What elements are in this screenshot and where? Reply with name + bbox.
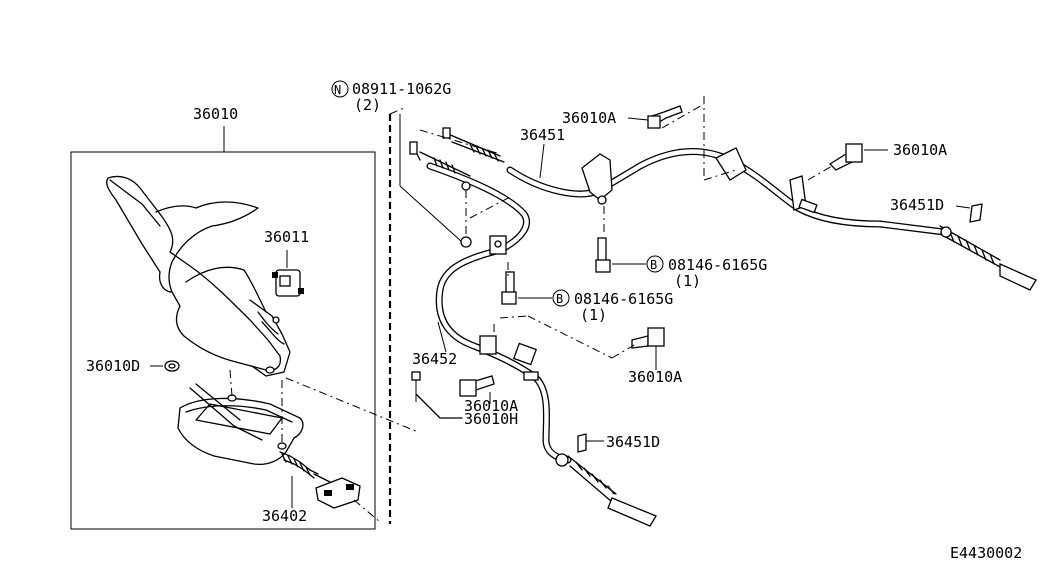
label-36402: 36402	[262, 507, 307, 525]
label-36010D: 36010D	[86, 357, 140, 375]
clip-36451D-low: 36451D	[577, 433, 660, 453]
parking-brake-lever	[106, 175, 291, 377]
label-bolt-code-upper: 08146-6165G	[668, 256, 767, 274]
assembly-boundary	[388, 107, 405, 524]
bolt-symbol-upper: B	[650, 258, 657, 272]
bolt-36010A-mid: 36010A	[628, 327, 682, 386]
label-36010A-top: 36010A	[562, 109, 616, 127]
label-36452: 36452	[412, 350, 457, 368]
bolt-36010A-top: 36010A	[562, 105, 683, 129]
assembly-frame	[70, 151, 376, 530]
nut-08911-1062G: N 08911-1062G (2)	[331, 80, 463, 243]
label-36451D-low: 36451D	[606, 433, 660, 451]
bolt-symbol-lower: B	[556, 292, 563, 306]
label-bolt-qty-upper: (1)	[674, 272, 701, 290]
lever-base-bracket	[177, 383, 304, 466]
bolt-08146-6165G-upper: B 08146-6165G (1)	[595, 237, 767, 290]
label-nut-qty: (2)	[354, 96, 381, 114]
bolt-36010A-low: 36010A	[459, 375, 518, 415]
grommet-36010D: 36010D	[86, 357, 180, 375]
front-cable-36451: 36451	[442, 126, 1037, 291]
label-36010A-low: 36010A	[464, 397, 518, 415]
label-36010A-mid: 36010A	[628, 368, 682, 386]
label-bolt-qty-lower: (1)	[580, 306, 607, 324]
equalizer-36402: 36402	[262, 451, 361, 525]
bolt-08146-6165G-lower: B 08146-6165G (1)	[501, 271, 673, 324]
label-36451D-right: 36451D	[890, 196, 944, 214]
bolt-36010H: 36010H	[411, 371, 518, 428]
lever-assembly-group: 36010 36011 36010D	[70, 105, 419, 530]
bolt-36010A-right: 36010A	[828, 141, 947, 171]
label-nut-code: 08911-1062G	[352, 80, 451, 98]
diagram-code: E4430002	[950, 544, 1022, 562]
leader-lines	[419, 96, 833, 359]
label-bolt-code-lower: 08146-6165G	[574, 290, 673, 308]
label-36010: 36010	[193, 105, 238, 123]
label-36010A-right: 36010A	[893, 141, 947, 159]
nut-symbol: N	[334, 83, 341, 97]
label-36451: 36451	[520, 126, 565, 144]
switch-36011: 36011	[264, 228, 309, 297]
rear-cable-36452: 36452	[409, 141, 657, 527]
clip-36451D-right: 36451D	[890, 196, 983, 223]
label-36011: 36011	[264, 228, 309, 246]
label-36010H: 36010H	[464, 410, 518, 428]
